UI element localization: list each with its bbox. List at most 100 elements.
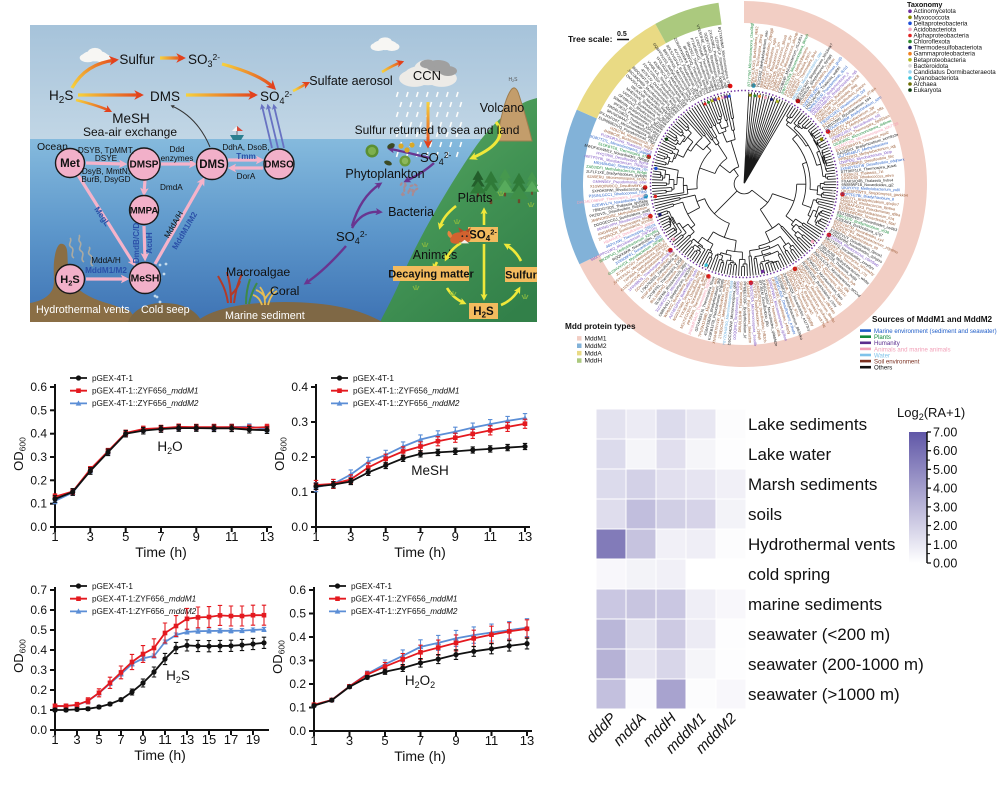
svg-text:R7T9KF1LK_Thermospira_jkuw6: R7T9KF1LK_Thermospira_jkuw6 bbox=[841, 164, 897, 175]
svg-text:MeSH: MeSH bbox=[112, 111, 150, 126]
svg-text:MddA/H: MddA/H bbox=[91, 256, 121, 265]
svg-text:19: 19 bbox=[246, 732, 260, 747]
svg-text:Sources of MddM1 and MddM2: Sources of MddM1 and MddM2 bbox=[872, 315, 993, 324]
svg-text:DBU9L03HR_Thalassia_u5d5: DBU9L03HR_Thalassia_u5d5 bbox=[738, 281, 743, 332]
svg-text:Tree scale:: Tree scale: bbox=[568, 34, 613, 44]
svg-text:6N8MWF1B_Nocardioides_gj2: 6N8MWF1B_Nocardioides_gj2 bbox=[841, 183, 893, 187]
svg-text:MeSH: MeSH bbox=[411, 463, 449, 478]
svg-text:0.3: 0.3 bbox=[289, 654, 306, 668]
svg-text:MRJ4BH0A0_Streptomyces_i7h: MRJ4BH0A0_Streptomyces_i7h bbox=[593, 161, 647, 173]
svg-text:PCP7FE7BI_Bradyrhizobium_8: PCP7FE7BI_Bradyrhizobium_8 bbox=[841, 192, 894, 201]
svg-text:SXH0H3FWI_Rhodococcus_dky: SXH0H3FWI_Rhodococcus_dky bbox=[592, 187, 647, 194]
svg-text:Thermodesulfobacteriota: Thermodesulfobacteriota bbox=[914, 45, 983, 52]
svg-text:DMS: DMS bbox=[199, 159, 225, 171]
svg-text:0.6: 0.6 bbox=[30, 603, 47, 617]
svg-text:15: 15 bbox=[202, 732, 216, 747]
svg-text:Marine environment (sediment a: Marine environment (sediment and seawate… bbox=[874, 328, 997, 335]
svg-text:SO42-: SO42- bbox=[336, 229, 368, 246]
svg-text:0.5: 0.5 bbox=[30, 623, 47, 637]
svg-text:P3SINLGCC1_Rhodococcus_hfb0: P3SINLGCC1_Rhodococcus_hfb0 bbox=[589, 190, 647, 199]
svg-text:H2S: H2S bbox=[509, 77, 519, 83]
svg-text:pGEX-4T-1::ZYF656_mddM1: pGEX-4T-1::ZYF656_mddM1 bbox=[92, 387, 199, 396]
svg-text:Coral: Coral bbox=[270, 284, 299, 298]
svg-text:Bacteria: Bacteria bbox=[388, 205, 434, 219]
svg-text:17: 17 bbox=[224, 732, 238, 747]
svg-text:DHCMEO9BWF_Thermospira_1umeyqd: DHCMEO9BWF_Thermospira_1umeyqdk bbox=[577, 193, 648, 205]
svg-text:QK215PZWTS_Streptomyces_gazkk6: QK215PZWTS_Streptomyces_gazkk64 bbox=[841, 189, 908, 198]
svg-text:0.3: 0.3 bbox=[30, 663, 47, 677]
svg-text:CR2NK23_Thalassia_7zl: CR2NK23_Thalassia_7zl bbox=[841, 170, 884, 178]
svg-text:1.00: 1.00 bbox=[933, 538, 957, 552]
svg-text:FXAKSIQ4B_Thalassia_hvhv4: FXAKSIQ4B_Thalassia_hvhv4 bbox=[841, 178, 893, 183]
svg-text:AcuH: AcuH bbox=[145, 232, 154, 253]
svg-text:0.2: 0.2 bbox=[289, 677, 306, 691]
svg-text:MddM1: MddM1 bbox=[585, 336, 607, 343]
svg-text:0OQQNCI_Streptomyces_od4i296: 0OQQNCI_Streptomyces_od4i296 bbox=[733, 281, 740, 340]
svg-text:0.3: 0.3 bbox=[291, 415, 308, 429]
svg-text:Time (h): Time (h) bbox=[135, 544, 187, 560]
svg-text:7DWC8ZSA_Micromonospora_1ead8r: 7DWC8ZSA_Micromonospora_1ead8r bbox=[749, 281, 757, 347]
svg-text:DSYB, TpMMT,: DSYB, TpMMT, bbox=[78, 146, 134, 155]
svg-text:GI1ANHT_Pseudomonas_5lwkscbm: GI1ANHT_Pseudomonas_5lwkscbm bbox=[746, 281, 752, 343]
svg-text:CCN: CCN bbox=[413, 68, 441, 83]
svg-text:BT1Y7WI_Micromonospora_r2ao3bg: BT1Y7WI_Micromonospora_r2ao3bgf bbox=[747, 22, 754, 87]
svg-text:9: 9 bbox=[452, 733, 459, 748]
svg-text:3: 3 bbox=[87, 529, 94, 544]
svg-text:H2S: H2S bbox=[49, 88, 73, 106]
svg-text:Cold seep: Cold seep bbox=[141, 304, 190, 316]
svg-text:Hydrothermal vents: Hydrothermal vents bbox=[36, 304, 130, 316]
svg-text:0.5: 0.5 bbox=[617, 31, 627, 38]
svg-text:pGEX-4T-1:ZYF656_mddM1: pGEX-4T-1:ZYF656_mddM1 bbox=[92, 595, 196, 604]
svg-text:0.4: 0.4 bbox=[291, 380, 308, 394]
svg-text:1: 1 bbox=[51, 732, 58, 747]
svg-text:6JRRDS5_Rhodococcus_eihrn: 6JRRDS5_Rhodococcus_eihrn bbox=[841, 174, 894, 181]
svg-text:Alphaproteobacteria: Alphaproteobacteria bbox=[914, 33, 970, 40]
svg-text:0.0: 0.0 bbox=[289, 724, 306, 738]
svg-text:0.7: 0.7 bbox=[30, 583, 47, 597]
svg-text:Water: Water bbox=[874, 352, 890, 359]
svg-text:3: 3 bbox=[346, 733, 353, 748]
svg-text:pGEX-4T-1::ZYF656_mddM2: pGEX-4T-1::ZYF656_mddM2 bbox=[351, 607, 458, 616]
svg-text:pGEX-4T-1:ZYF656_mddM2: pGEX-4T-1:ZYF656_mddM2 bbox=[92, 607, 197, 616]
svg-text:D5OCX4CNW_Micromonospora_g64r: D5OCX4CNW_Micromonospora_g64r bbox=[727, 280, 737, 345]
svg-text:Chloroflexota: Chloroflexota bbox=[914, 39, 951, 46]
svg-text:11: 11 bbox=[483, 529, 497, 544]
svg-text:OD600: OD600 bbox=[11, 639, 28, 673]
svg-text:UKAYXY8_Methylobacterium_ya8l: UKAYXY8_Methylobacterium_ya8l bbox=[841, 186, 900, 192]
svg-text:seawater (<200 m): seawater (<200 m) bbox=[748, 625, 890, 644]
svg-text:0.3: 0.3 bbox=[30, 450, 47, 464]
svg-text:Log2(RA+1): Log2(RA+1) bbox=[897, 405, 965, 422]
svg-text:PPI8EECU6F_Bradyrhizobium_kf: PPI8EECU6F_Bradyrhizobium_kf bbox=[743, 281, 747, 339]
svg-text:soils: soils bbox=[748, 505, 782, 524]
svg-text:H2O: H2O bbox=[157, 439, 182, 456]
svg-text:0.0: 0.0 bbox=[30, 723, 47, 737]
svg-text:Actinomycetota: Actinomycetota bbox=[914, 8, 957, 15]
svg-text:SO42-: SO42- bbox=[420, 150, 452, 167]
svg-text:Decaying matter: Decaying matter bbox=[388, 268, 474, 280]
svg-text:DsyB, MmtN,: DsyB, MmtN, bbox=[82, 167, 130, 176]
svg-text:11: 11 bbox=[158, 732, 172, 747]
svg-text:Candidatus Dormibacteraeota: Candidatus Dormibacteraeota bbox=[914, 69, 997, 76]
svg-text:3: 3 bbox=[347, 529, 354, 544]
svg-text:OD600: OD600 bbox=[272, 437, 289, 471]
svg-text:Lake sediments: Lake sediments bbox=[748, 415, 867, 434]
svg-text:Eukaryota: Eukaryota bbox=[914, 87, 942, 94]
svg-text:Taxonomy: Taxonomy bbox=[907, 0, 942, 9]
svg-text:0.2: 0.2 bbox=[30, 473, 47, 487]
svg-text:seawater (>1000 m): seawater (>1000 m) bbox=[748, 685, 900, 704]
svg-text:MMPA: MMPA bbox=[130, 205, 159, 216]
svg-text:WDNCXLNXXS_Burkholderia_f4l42: WDNCXLNXXS_Burkholderia_f4l42 bbox=[750, 26, 759, 87]
svg-text:4.00: 4.00 bbox=[933, 482, 957, 496]
svg-text:0.2: 0.2 bbox=[291, 450, 308, 464]
svg-text:Macroalgae: Macroalgae bbox=[226, 265, 290, 279]
svg-text:H2S: H2S bbox=[166, 668, 190, 685]
svg-text:pGEX-4T-1: pGEX-4T-1 bbox=[92, 374, 133, 383]
svg-text:Tmm: Tmm bbox=[236, 152, 256, 161]
svg-text:SO32-: SO32- bbox=[188, 52, 220, 69]
svg-text:0.1: 0.1 bbox=[291, 485, 308, 499]
svg-text:Mdd protein types: Mdd protein types bbox=[565, 322, 636, 331]
svg-text:0.1: 0.1 bbox=[30, 703, 47, 717]
svg-text:H2S: H2S bbox=[60, 274, 79, 288]
svg-text:Met: Met bbox=[60, 158, 80, 170]
svg-text:0.1: 0.1 bbox=[30, 497, 47, 511]
